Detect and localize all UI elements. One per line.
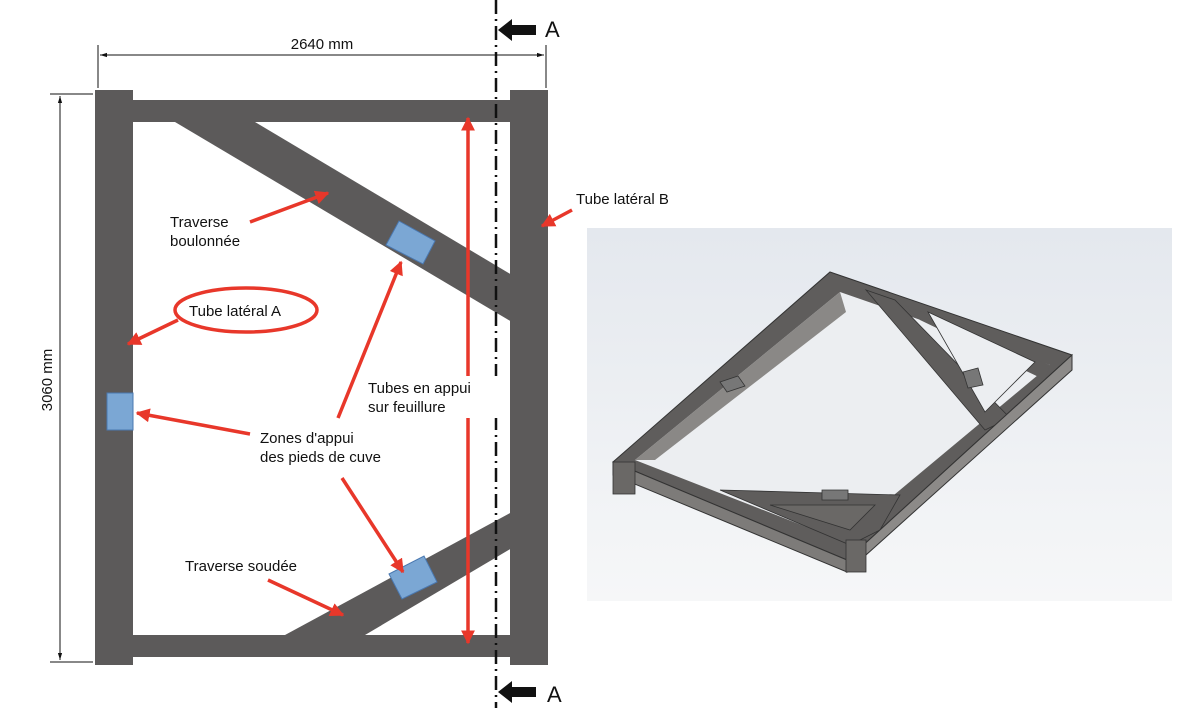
tube-a-highlight [173,286,319,334]
tube-lateral-a [95,90,133,665]
section-arrow-bottom-icon [498,681,536,703]
frame-3d-render [587,228,1172,601]
pad-top-diagonal [385,220,436,265]
tube-lateral-a-label: Tube latéral A [189,303,281,320]
top-tube [133,100,510,122]
bottom-tube [133,635,510,657]
width-label: 2640 mm [291,36,354,53]
zones-appui-label-1: Zones d'appui [260,430,354,447]
section-arrow-top-icon [498,19,536,41]
pad-left [106,392,134,431]
tubes-label-bg [364,376,504,418]
height-label: 3060 mm [39,349,56,412]
traverse-boulonnee-label-2: boulonnée [170,233,240,250]
tubes-appui-label-1: Tubes en appui [368,380,471,397]
traverse-boulonnee-label-1: Traverse [170,214,229,231]
tubes-appui-label-2: sur feuillure [368,399,446,416]
traverse-soudee-label: Traverse soudée [185,558,297,575]
support-pads [106,220,438,600]
section-label-top: A [545,17,560,42]
pad-bottom-diagonal [388,555,438,600]
zones-appui-label-2: des pieds de cuve [260,449,381,466]
section-label-bottom: A [547,682,562,707]
dimension-height [50,93,93,663]
tube-lateral-b [510,90,548,665]
dimension-width [97,45,547,88]
tube-lateral-b-label: Tube latéral B [576,191,669,208]
traverse-boulonnee [175,122,512,322]
